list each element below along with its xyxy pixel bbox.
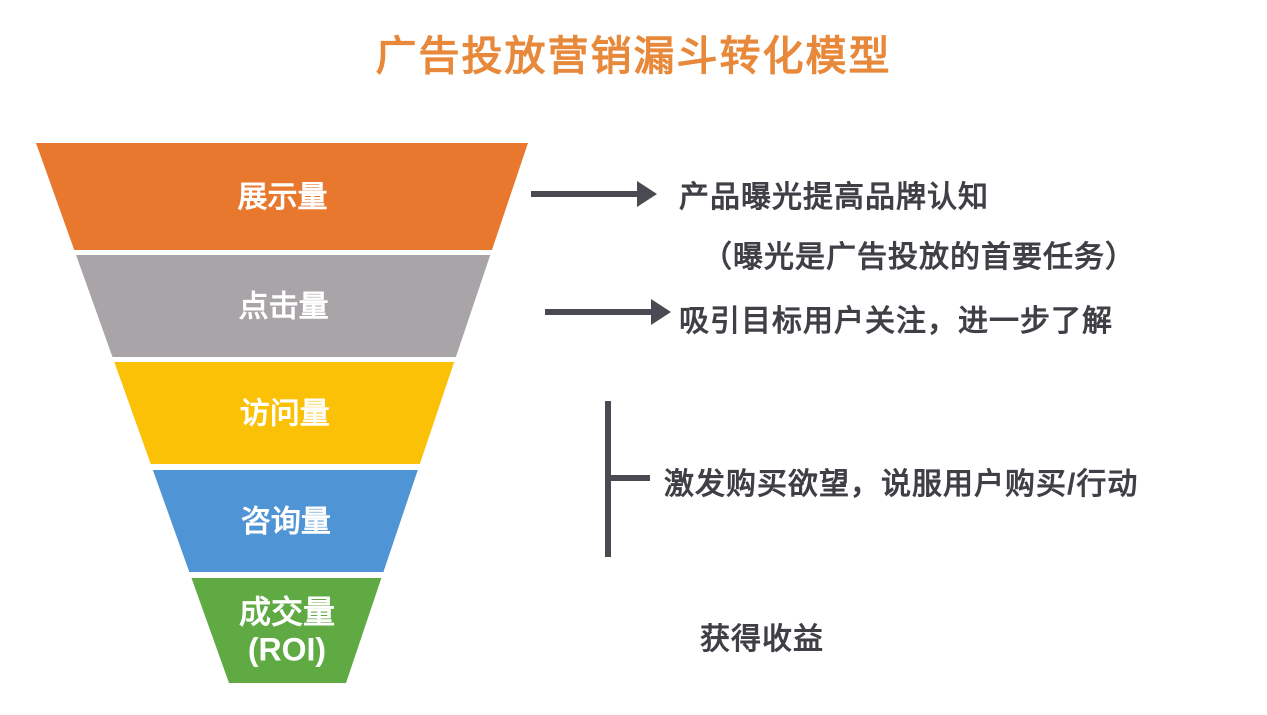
funnel-stage-label-2: 点击量	[239, 291, 329, 324]
annotation-visit-consult: 激发购买欲望，说服用户购买/行动	[664, 468, 1139, 501]
funnel-stage-1	[36, 143, 528, 250]
annotation-click: 吸引目标用户关注，进一步了解	[679, 305, 1113, 338]
arrow-click-shaft	[545, 309, 651, 315]
annotation-impression-secondary: （曝光是广告投放的首要任务）	[702, 241, 1136, 274]
connector-group	[531, 181, 671, 557]
funnel-stage-5	[191, 578, 382, 683]
arrow-impression-head	[637, 181, 657, 207]
annotation-deal: 获得收益	[700, 623, 824, 656]
bracket-middle-spine	[605, 401, 611, 557]
funnel-stage-label-3: 访问量	[240, 398, 330, 431]
funnel-bands	[36, 143, 528, 683]
funnel-stage-label-5: (ROI)	[248, 632, 326, 668]
funnel-stage-2	[76, 255, 491, 357]
bracket-middle-tick	[608, 475, 650, 481]
annotation-impression-primary: 产品曝光提高品牌认知	[679, 181, 989, 214]
funnel-stage-label-1: 展示量	[238, 181, 328, 214]
arrow-click-head	[651, 299, 671, 325]
funnel-stage-4	[152, 470, 418, 572]
funnel-stage-label-4: 咨询量	[241, 506, 331, 539]
page-title: 广告投放营销漏斗转化模型	[375, 33, 892, 79]
funnel-stage-3	[114, 362, 455, 464]
arrow-impression-shaft	[531, 191, 637, 197]
funnel-stage-label-5: 成交量	[239, 594, 335, 630]
